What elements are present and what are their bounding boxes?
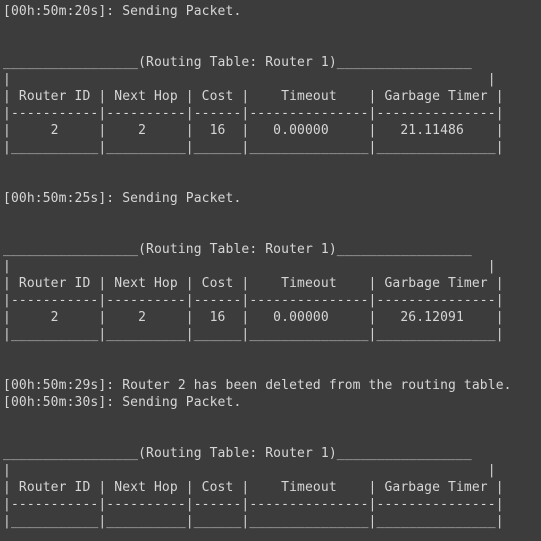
terminal-line xyxy=(3,224,541,241)
terminal-line: | | xyxy=(3,259,496,274)
terminal-line: | 2 | 2 | 16 | 0.00000 | 21.11486 | xyxy=(3,123,504,138)
terminal-line: _________________(Routing Table: Router … xyxy=(3,55,472,70)
terminal-line xyxy=(3,173,541,190)
terminal-line xyxy=(3,207,541,224)
terminal-line xyxy=(3,411,541,428)
terminal-line xyxy=(3,156,541,173)
terminal-line: [00h:50m:25s]: Sending Packet. xyxy=(3,191,242,206)
terminal-line xyxy=(3,428,541,445)
terminal-line: | | xyxy=(3,72,496,87)
terminal-line: [00h:50m:29s]: Router 2 has been deleted… xyxy=(3,378,512,393)
terminal-line: | Router ID | Next Hop | Cost | Timeout … xyxy=(3,276,504,291)
terminal-line: _________________(Routing Table: Router … xyxy=(3,446,472,461)
terminal-line: | | xyxy=(3,463,496,478)
terminal-line: |-----------|----------|------|---------… xyxy=(3,497,504,512)
terminal-line: | Router ID | Next Hop | Cost | Timeout … xyxy=(3,480,504,495)
terminal-line xyxy=(3,20,541,37)
terminal-line: |-----------|----------|------|---------… xyxy=(3,293,504,308)
terminal-line: |___________|__________|______|_________… xyxy=(3,140,504,155)
terminal-line: |-----------|----------|------|---------… xyxy=(3,106,504,121)
terminal-line: |___________|__________|______|_________… xyxy=(3,514,504,529)
terminal-line: _________________(Routing Table: Router … xyxy=(3,242,472,257)
terminal-line: | Router ID | Next Hop | Cost | Timeout … xyxy=(3,89,504,104)
terminal-line: [00h:50m:20s]: Sending Packet. xyxy=(3,4,242,19)
terminal-line xyxy=(3,360,541,377)
terminal-line: | 2 | 2 | 16 | 0.00000 | 26.12091 | xyxy=(3,310,504,325)
terminal-line xyxy=(3,343,541,360)
terminal-line: |___________|__________|______|_________… xyxy=(3,327,504,342)
terminal-output[interactable]: [00h:50m:20s]: Sending Packet. __________… xyxy=(3,3,541,541)
terminal-line xyxy=(3,37,541,54)
terminal-line: [00h:50m:30s]: Sending Packet. xyxy=(3,395,242,410)
